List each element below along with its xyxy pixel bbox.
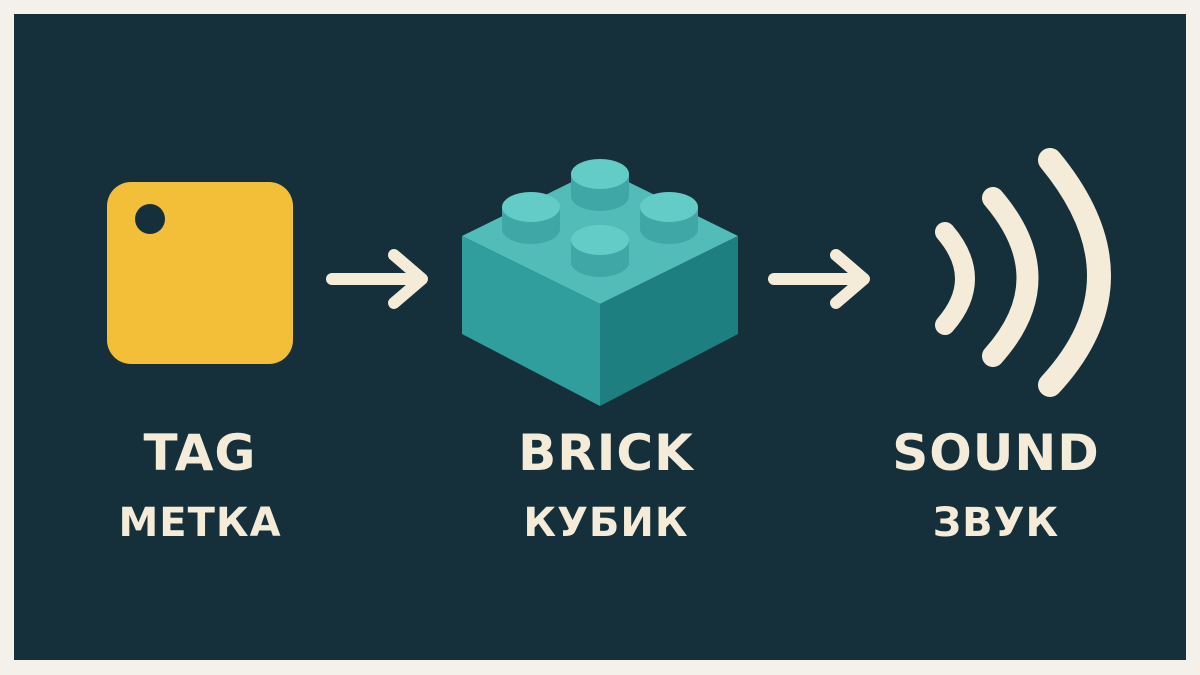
- sound-wave-small: [935, 222, 975, 335]
- step-label-tag: TAG МЕТКА: [60, 424, 340, 548]
- brick-stud: [571, 225, 629, 277]
- tag-hole: [135, 204, 165, 234]
- step-title-en: BRICK: [518, 424, 694, 482]
- sound-waves-icon: [935, 148, 1111, 397]
- step-title-ru: ЗВУК: [932, 500, 1060, 546]
- step-title-en: SOUND: [892, 424, 1100, 482]
- brick-stud: [502, 192, 560, 244]
- sound-wave-large: [1038, 148, 1111, 397]
- brick-stud: [571, 159, 629, 211]
- step-label-brick: BRICK КУБИК: [466, 424, 746, 548]
- brick-right-face: [600, 236, 738, 406]
- arrow-right-icon: [768, 249, 870, 309]
- tag-icon: [107, 182, 293, 364]
- sound-wave-medium: [982, 187, 1039, 367]
- tag-body: [107, 182, 293, 364]
- arrow-right-icon: [326, 249, 428, 309]
- step-title-ru: КУБИК: [523, 500, 689, 546]
- brick-icon: [462, 159, 738, 406]
- brick-left-face: [462, 236, 600, 406]
- brick-stud: [640, 192, 698, 244]
- step-title-ru: МЕТКА: [118, 500, 282, 546]
- step-label-sound: SOUND ЗВУК: [856, 424, 1136, 548]
- step-title-en: TAG: [143, 424, 257, 482]
